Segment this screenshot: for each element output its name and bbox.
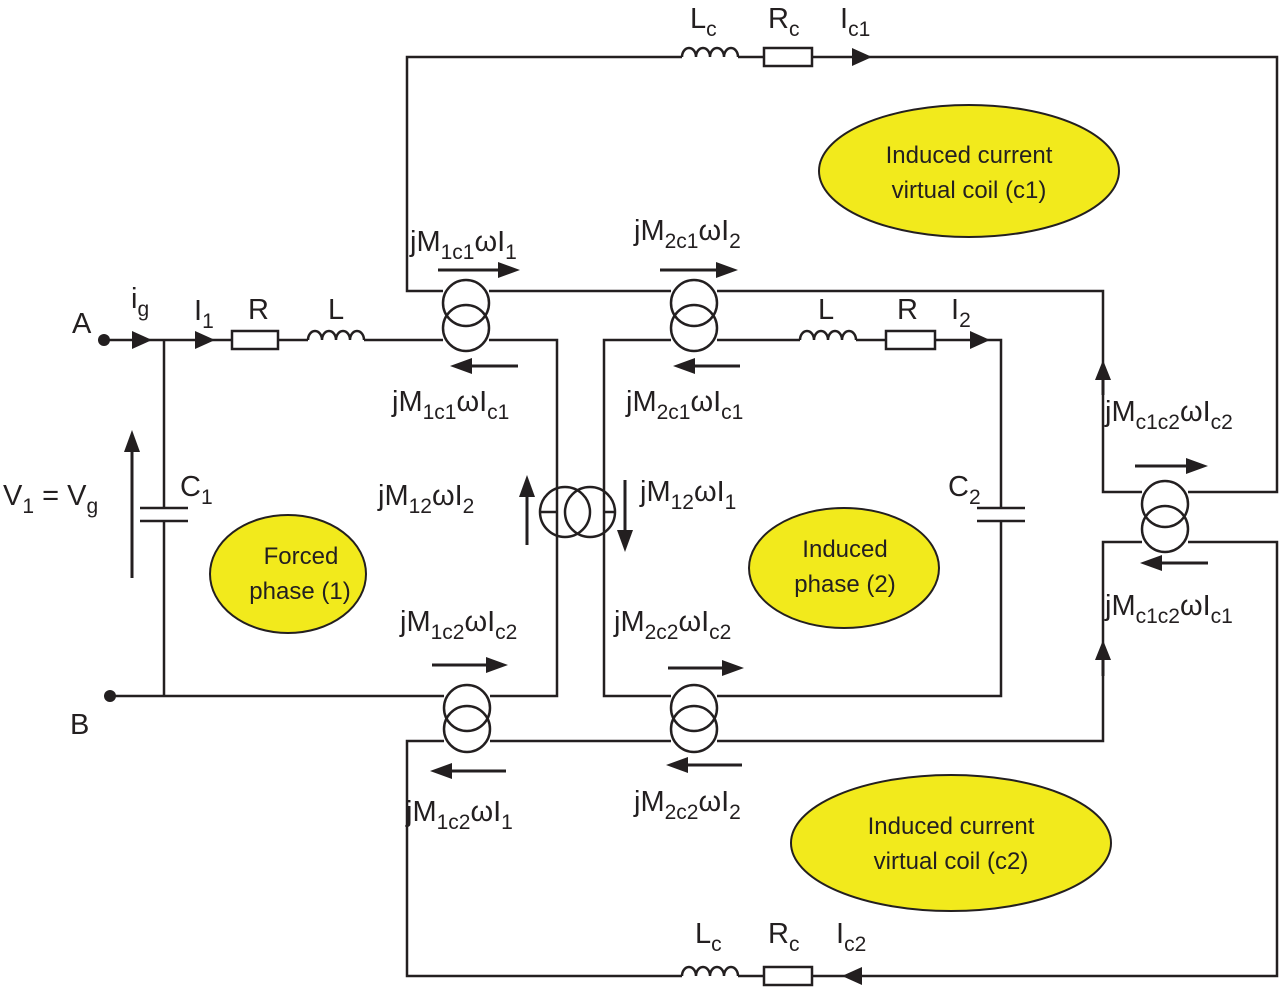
source-m12 [538, 485, 617, 539]
oval-coil-c2-line1: Induced current [868, 813, 1035, 840]
label-r-forced: R [248, 294, 269, 326]
induced-inductor [798, 329, 858, 341]
arrows [124, 48, 1208, 985]
ic1-arrow [852, 48, 872, 66]
oval-induced: Induced phase (2) [748, 507, 940, 629]
oval-forced-line1: Forced [264, 543, 339, 570]
induced-resistor [884, 329, 937, 351]
forced-inductor [306, 329, 366, 341]
expr-m2c1-wi2: jM2c1ωI2 [633, 215, 741, 253]
c2-loop-up-arrow [1095, 640, 1111, 660]
label-l-induced: L [818, 294, 834, 326]
expr-m1c1-wi1: jM1c1ωI1 [409, 226, 517, 264]
capacitor-c1 [140, 506, 188, 523]
label-i1: I1 [194, 295, 214, 333]
source-m1c2 [442, 683, 492, 754]
label-rc-top: Rc [768, 3, 799, 41]
expr-m1c2-wic2: jM1c2ωIc2 [399, 606, 517, 644]
coil-c2-resistor [762, 965, 814, 987]
label-lc-top: Lc [690, 3, 717, 41]
label-r-induced: R [897, 294, 918, 326]
oval-coil-c2: Induced current virtual coil (c2) [790, 774, 1112, 912]
oval-forced: Forced phase (1) [209, 514, 367, 634]
oval-forced-line2: phase (1) [249, 578, 350, 605]
label-l-forced: L [328, 294, 344, 326]
coil-c1-resistor [762, 46, 814, 68]
oval-coil-c1-line1: Induced current [886, 142, 1053, 169]
capacitor-c2 [977, 506, 1025, 523]
label-rc-bot: Rc [768, 918, 799, 956]
source-m1c1 [441, 278, 491, 353]
i2-arrow [970, 331, 990, 349]
label-c2: C2 [948, 471, 981, 509]
oval-coil-c1-line2: virtual coil (c1) [892, 177, 1047, 204]
label-node-a: A [72, 308, 92, 340]
expr-m1c2-wi1: jM1c2ωI1 [405, 796, 513, 834]
source-m2c2 [669, 683, 719, 754]
label-node-b: B [70, 709, 89, 741]
expr-m2c1-wic1: jM2c1ωIc1 [625, 386, 743, 424]
expr-m12-wi2: jM12ωI2 [377, 480, 474, 518]
terminal-a [98, 334, 110, 346]
oval-induced-line2: phase (2) [794, 571, 895, 598]
coil-c1-inductor [680, 46, 740, 58]
expr-m2c2-wi2: jM2c2ωI2 [633, 786, 741, 824]
oval-induced-line1: Induced [802, 536, 887, 563]
coil-c2-inductor [680, 965, 740, 977]
c1-loop-up-arrow [1095, 360, 1111, 380]
expr-m12-wi1: jM12ωI1 [639, 476, 736, 514]
i1-arrow [195, 331, 215, 349]
forced-resistor [230, 329, 280, 351]
oval-coil-c2-line2: virtual coil (c2) [874, 848, 1029, 875]
expr-m2c2-wic2: jM2c2ωIc2 [613, 606, 731, 644]
ig-arrow [132, 331, 152, 349]
oval-coil-c1: Induced current virtual coil (c1) [818, 104, 1120, 238]
label-ic1: Ic1 [840, 3, 870, 41]
source-mc1c2 [1140, 479, 1190, 554]
ic2-arrow [842, 967, 862, 985]
label-v1-vg: V1 = Vg [3, 480, 98, 518]
label-lc-bot: Lc [695, 918, 722, 956]
terminal-b [104, 690, 116, 702]
expr-mc1c2-wic2: jMc1c2ωIc2 [1104, 396, 1233, 434]
source-m2c1 [669, 278, 719, 353]
label-ig: ig [131, 283, 149, 321]
expr-m1c1-wic1: jM1c1ωIc1 [391, 386, 509, 424]
label-c1: C1 [180, 471, 213, 509]
wires [104, 55, 1279, 978]
label-i2: I2 [951, 294, 971, 332]
expr-mc1c2-wic1: jMc1c2ωIc1 [1104, 590, 1233, 628]
label-ic2: Ic2 [836, 918, 866, 956]
